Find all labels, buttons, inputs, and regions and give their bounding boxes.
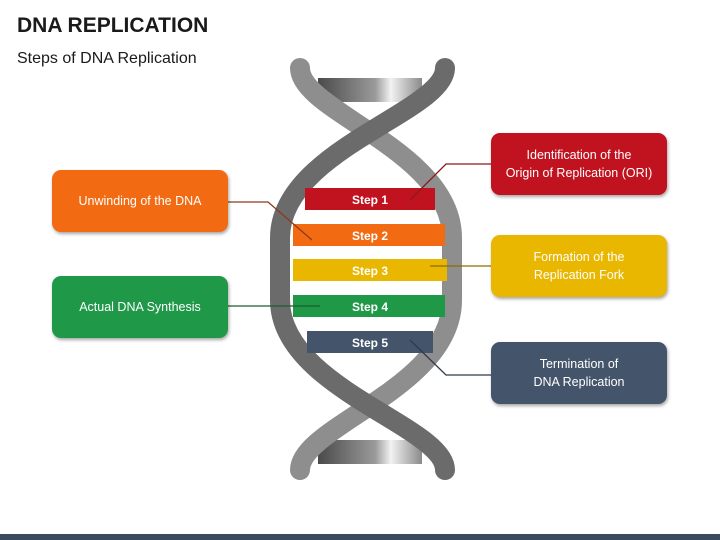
step-3-bar: Step 3 <box>293 259 447 281</box>
step-4-label: Step 4 <box>352 300 388 314</box>
footer-accent-bar <box>0 534 720 540</box>
callout-termination: Termination of DNA Replication <box>491 342 667 404</box>
page-subtitle: Steps of DNA Replication <box>17 50 197 67</box>
callout-dna-synthesis: Actual DNA Synthesis <box>52 276 228 338</box>
connector-step-2 <box>228 201 313 241</box>
callout-unwinding-text: Unwinding of the DNA <box>78 194 202 208</box>
callout-termination-text: Termination of DNA Replication <box>533 357 625 389</box>
connector-step-1 <box>409 163 491 201</box>
step-3-label: Step 3 <box>352 264 388 278</box>
step-5-bar: Step 5 <box>307 331 433 353</box>
connector-step-5 <box>409 339 491 376</box>
helix-strand-front <box>270 58 455 480</box>
step-2-label: Step 2 <box>352 229 388 243</box>
callout-unwinding: Unwinding of the DNA <box>52 170 228 232</box>
step-2-bar: Step 2 <box>293 224 445 246</box>
callout-origin-identification: Identification of the Origin of Replicat… <box>491 133 667 195</box>
step-1-label: Step 1 <box>352 193 388 207</box>
helix-rung-bottom <box>318 440 422 464</box>
helix-strand-back <box>290 58 462 480</box>
callout-replication-fork: Formation of the Replication Fork <box>491 235 667 297</box>
page-title: DNA REPLICATION <box>17 14 209 37</box>
callout-origin-identification-text: Identification of the Origin of Replicat… <box>505 148 653 180</box>
callout-dna-synthesis-text: Actual DNA Synthesis <box>79 300 201 314</box>
step-4-bar: Step 4 <box>293 295 445 317</box>
callout-replication-fork-text: Formation of the Replication Fork <box>533 250 625 282</box>
step-1-bar: Step 1 <box>305 188 435 210</box>
step-5-label: Step 5 <box>352 336 388 350</box>
